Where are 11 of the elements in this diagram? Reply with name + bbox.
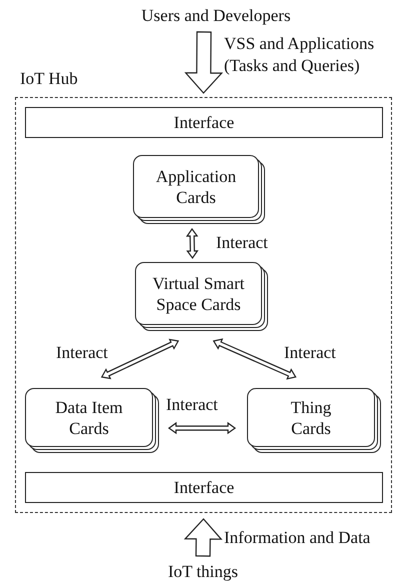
hollow-block-arrow [184,31,224,94]
double-line-arrow [168,422,236,434]
interface-bar: Interface [25,472,383,503]
double-line-arrow [100,338,180,380]
double-line-arrow [212,338,297,380]
interface-bar: Interface [25,107,383,138]
source-label: IoT things [150,562,256,584]
group-heading: IoT Hub [20,68,78,90]
hollow-block-arrow [184,518,223,557]
double-line-arrow [186,228,199,260]
source-label: Users and Developers [120,6,312,28]
